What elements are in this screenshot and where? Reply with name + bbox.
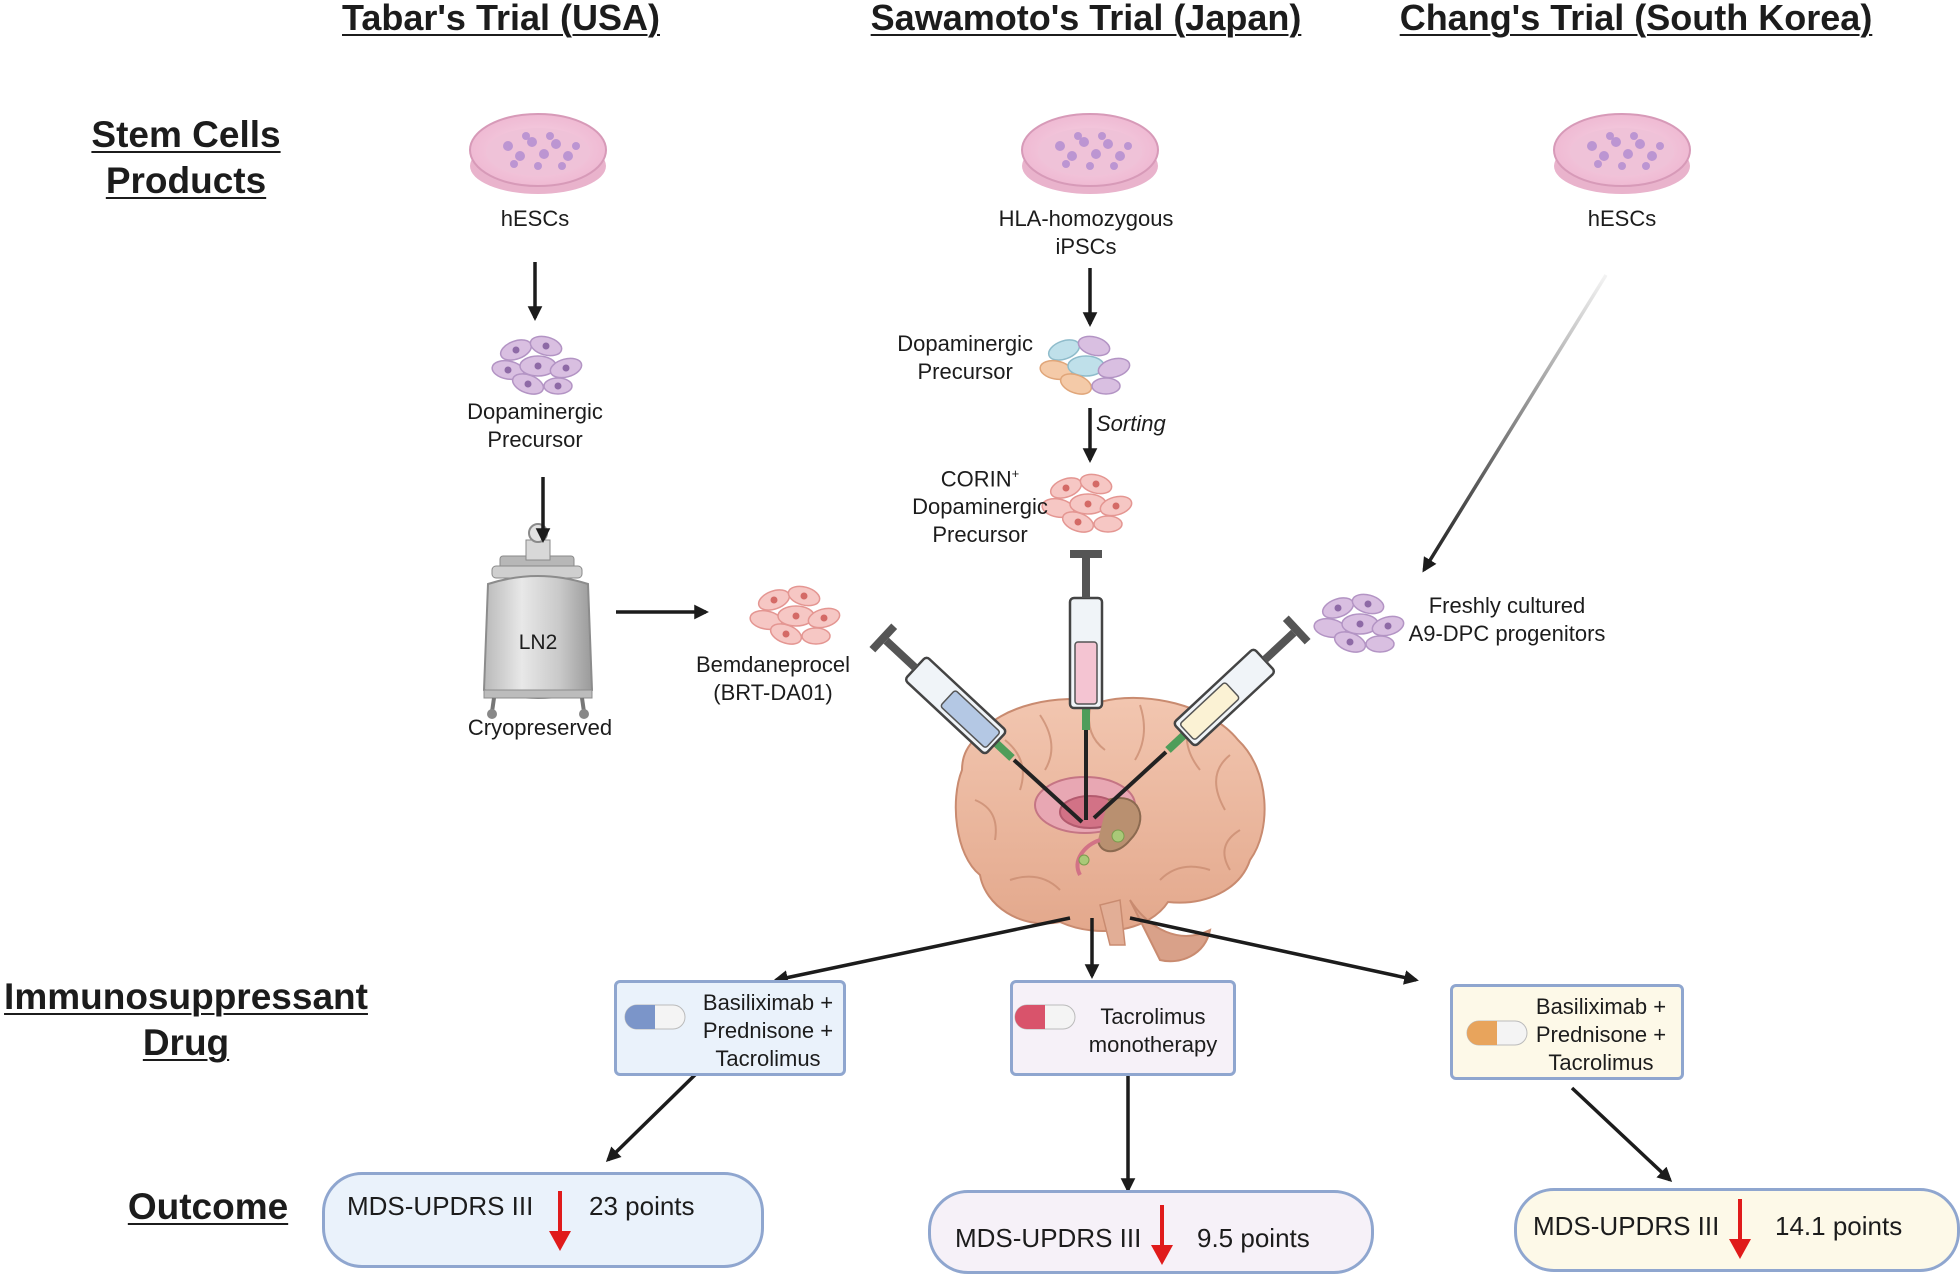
label-line: iPSCs xyxy=(1055,234,1117,259)
drug-line: Tacrolimus xyxy=(1100,1004,1206,1029)
sawamoto-precursor-label: Dopaminergic Precursor xyxy=(897,330,1033,386)
syringe-icon xyxy=(1068,550,1104,820)
corin-precursor-label: CORIN+ Dopaminergic Precursor xyxy=(912,460,1048,549)
brain-icon xyxy=(954,696,1266,963)
drug-line: Basiliximab + xyxy=(702,990,834,1015)
arrow-chang-drug-to-outcome xyxy=(1570,1086,1673,1183)
arrow-brain-to-tabar-drug xyxy=(773,916,1071,985)
drug-line: Prednisone + xyxy=(702,1018,834,1043)
down-arrow-icon xyxy=(549,1191,571,1251)
outcome-metric: MDS-UPDRS III xyxy=(955,1223,1142,1253)
label-line: Precursor xyxy=(487,427,583,452)
flow-arrows xyxy=(527,262,1673,1193)
cell-cluster-icon xyxy=(1313,593,1405,653)
drug-line: monotherapy xyxy=(1088,1032,1218,1057)
outcome-box-chang: MDS-UPDRS III 14.1 points xyxy=(1514,1188,1960,1272)
label-line: CORIN+ xyxy=(912,460,1048,493)
label-line: Precursor xyxy=(932,522,1028,548)
syringe-icon xyxy=(1092,615,1311,820)
tabar-product-label: Bemdaneprocel (BRT-DA01) xyxy=(696,651,850,707)
label-line: (BRT-DA01) xyxy=(713,680,833,705)
outcome-box-tabar: MDS-UPDRS III 23 points xyxy=(322,1172,764,1268)
tank-label: LN2 xyxy=(518,631,558,654)
row-label-stem-cells: Stem Cells Products xyxy=(91,112,280,204)
petri-dish-icon xyxy=(1553,113,1691,194)
chang-source-label: hESCs xyxy=(1587,206,1657,231)
outcome-metric: MDS-UPDRS III xyxy=(347,1191,534,1221)
corin-text: CORIN xyxy=(940,466,1012,492)
cell-cluster-icon xyxy=(1039,335,1131,395)
petri-dish-icon xyxy=(1021,113,1159,194)
outcome-metric: MDS-UPDRS III xyxy=(1533,1211,1720,1241)
row-label-line: Stem Cells xyxy=(91,114,281,155)
arrow-chang-to-progenitors xyxy=(1422,274,1608,573)
cell-cluster-icon xyxy=(1041,473,1133,533)
capsule-icon xyxy=(624,1004,686,1030)
outcome-value: 9.5 points xyxy=(1197,1223,1310,1253)
outcome-box-sawamoto: MDS-UPDRS III 9.5 points xyxy=(928,1190,1374,1274)
drug-line: Prednisone + xyxy=(1535,1022,1667,1047)
drug-line: Tacrolimus xyxy=(715,1046,821,1071)
outcome-value: 14.1 points xyxy=(1775,1211,1903,1241)
label-line: Dopaminergic xyxy=(467,399,603,424)
row-label-outcome: Outcome xyxy=(127,1186,289,1227)
label-line: Dopaminergic xyxy=(912,494,1048,520)
syringe-icon xyxy=(869,623,1084,824)
header-chang: Chang's Trial (South Korea) xyxy=(1399,0,1873,38)
capsule-icon xyxy=(1466,1020,1528,1046)
tabar-source-label: hESCs xyxy=(500,206,570,231)
cell-cluster-icon xyxy=(749,585,841,645)
label-line: Dopaminergic xyxy=(897,331,1033,356)
header-sawamoto: Sawamoto's Trial (Japan) xyxy=(870,0,1302,38)
down-arrow-icon xyxy=(1151,1205,1173,1265)
sawamoto-source-label: HLA-homozygous iPSCs xyxy=(999,205,1174,261)
row-label-line: Products xyxy=(105,160,267,201)
chang-product-label: Freshly cultured A9-DPC progenitors xyxy=(1409,592,1606,648)
arrow-brain-to-chang-drug xyxy=(1129,916,1419,985)
label-line: HLA-homozygous xyxy=(998,206,1174,231)
header-tabar: Tabar's Trial (USA) xyxy=(342,0,660,38)
label-line: A9-DPC progenitors xyxy=(1408,621,1606,646)
petri-dish-icon xyxy=(469,113,607,194)
row-label-line: Immunosuppressant xyxy=(4,976,368,1017)
capsule-icon xyxy=(1014,1004,1076,1030)
sorting-label: Sorting xyxy=(1096,411,1166,436)
tabar-precursor-label: Dopaminergic Precursor xyxy=(467,398,603,454)
cell-cluster-icon xyxy=(491,335,583,395)
tank-caption: Cryopreserved xyxy=(467,715,613,740)
label-line: Freshly cultured xyxy=(1428,593,1586,618)
row-label-immunosuppressant: Immunosuppressant Drug xyxy=(4,974,368,1066)
label-line: Precursor xyxy=(917,359,1013,384)
drug-box-sawamoto: Tacrolimus monotherapy xyxy=(1010,980,1236,1076)
drug-box-tabar: Basiliximab + Prednisone + Tacrolimus xyxy=(614,980,846,1076)
row-label-line: Drug xyxy=(142,1022,230,1063)
outcome-value: 23 points xyxy=(589,1191,695,1221)
drug-line: Basiliximab + xyxy=(1535,994,1667,1019)
drug-box-chang: Basiliximab + Prednisone + Tacrolimus xyxy=(1450,984,1684,1080)
label-line: Bemdaneprocel xyxy=(695,652,851,677)
corin-superscript: + xyxy=(1011,466,1020,481)
drug-line: Tacrolimus xyxy=(1548,1050,1654,1075)
liquid-nitrogen-tank-icon xyxy=(482,523,594,719)
down-arrow-icon xyxy=(1729,1199,1751,1259)
arrow-tabar-drug-to-outcome xyxy=(605,1068,702,1163)
